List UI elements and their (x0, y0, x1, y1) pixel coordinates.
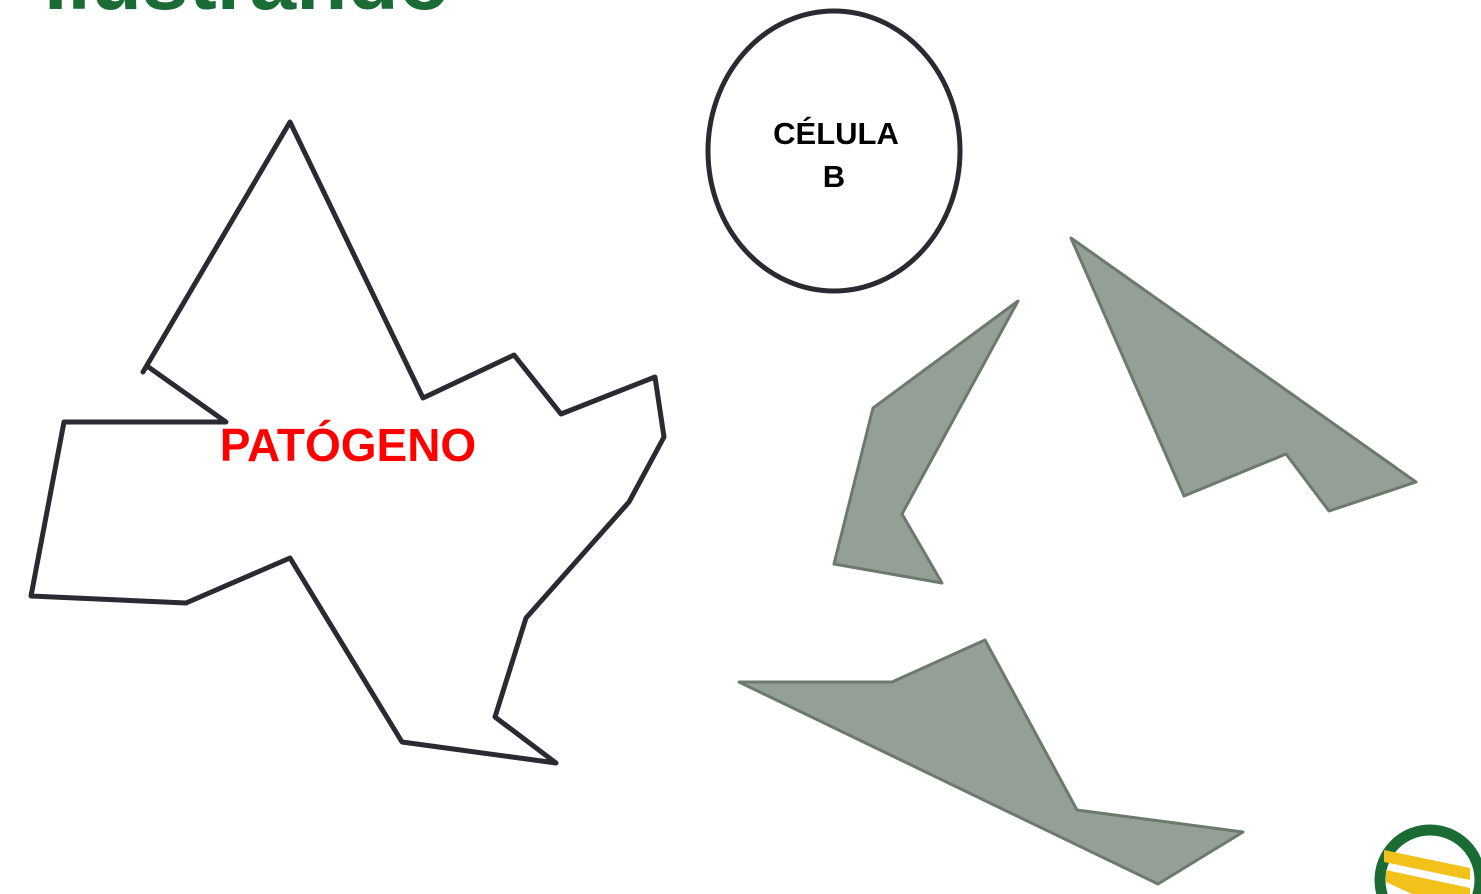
antibody-fragment-left (832, 299, 1020, 585)
institution-logo-icon (1374, 824, 1481, 894)
b-cell-circle (705, 8, 963, 294)
antibody-fragment-right (1069, 236, 1418, 513)
b-cell-label-line-2: B (823, 159, 845, 194)
antibody-fragment-bottom (737, 638, 1245, 886)
b-cell-label-line-1: CÉLULA (773, 116, 899, 151)
pathogen-label: PATÓGENO (220, 419, 476, 471)
pathogen-outline (28, 119, 667, 766)
logo-accent-stripe-2 (1386, 870, 1470, 894)
slide-title: Ilustrando (44, 0, 450, 22)
logo-ring (1374, 824, 1481, 894)
logo-accent-stripe-1 (1384, 850, 1470, 880)
